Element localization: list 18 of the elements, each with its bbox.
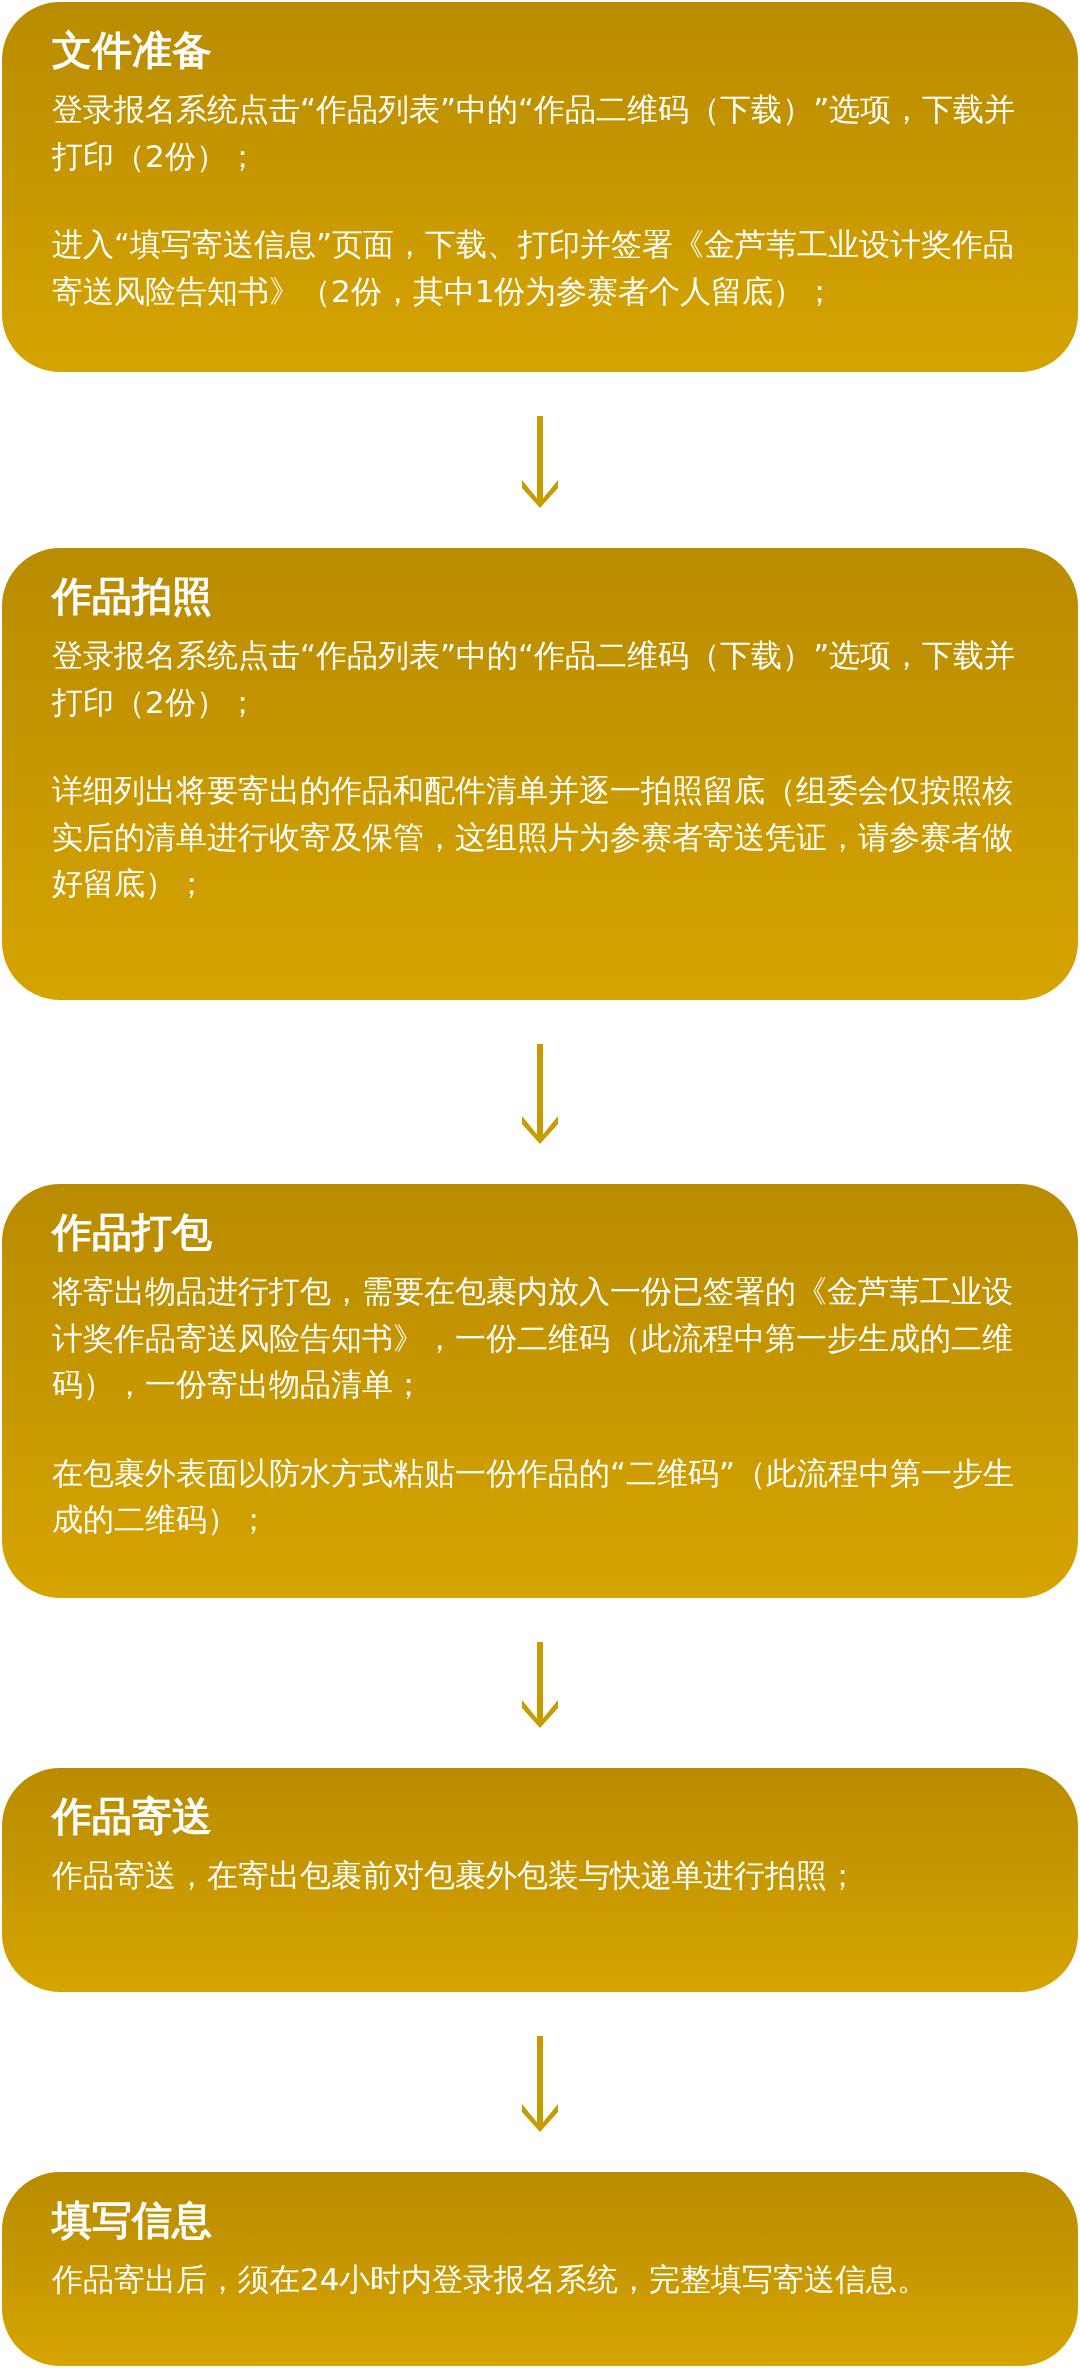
step-title: 填写信息 bbox=[52, 2196, 213, 2245]
step-description: 登录报名系统点击“作品列表”中的“作品二维码（下载）”选项，下载并打印（2份）； bbox=[52, 636, 1017, 722]
step-description: 登录报名系统点击“作品列表”中的“作品二维码（下载）”选项，下载并打印（2份）； bbox=[52, 90, 1017, 176]
step-title: 文件准备 bbox=[52, 26, 213, 75]
step-title: 作品寄送 bbox=[52, 1792, 213, 1841]
step-description: 详细列出将要寄出的作品和配件清单并逐一拍照留底（组委会仅按照核实后的清单进行收寄及保管，这组照片为参赛者寄送凭证，请参赛者做好留底）； bbox=[52, 771, 1014, 903]
step-description: 在包裹外表面以防水方式粘贴一份作品的“二维码”（此流程中第一步生成的二维码）； bbox=[52, 1453, 1016, 1539]
step-box bbox=[2, 1768, 1078, 1992]
step-box bbox=[2, 548, 1078, 1000]
step-description: 将寄出物品进行打包，需要在包裹内放入一份已签署的《金芦苇工业设计奖作品寄送风险告知书》，一份二维码（此流程中第一步生成的二维码），一份寄出物品清单； bbox=[52, 1272, 1014, 1404]
step-title: 作品拍照 bbox=[52, 572, 213, 621]
step-box bbox=[2, 2172, 1078, 2366]
step-description: 作品寄出后，须在24小时内登录报名系统，完整填写寄送信息。 bbox=[52, 2260, 930, 2299]
step-box bbox=[2, 2, 1078, 372]
step-title: 作品打包 bbox=[52, 1208, 213, 1257]
step-description: 作品寄送，在寄出包裹前对包裹外包装与快递单进行拍照； bbox=[52, 1856, 859, 1895]
step-box bbox=[2, 1184, 1078, 1598]
step-description: 进入“填写寄送信息”页面，下载、打印并签署《金芦苇工业设计奖作品寄送风险告知书》（2份，其中1份为参赛者个人留底）； bbox=[52, 225, 1016, 311]
